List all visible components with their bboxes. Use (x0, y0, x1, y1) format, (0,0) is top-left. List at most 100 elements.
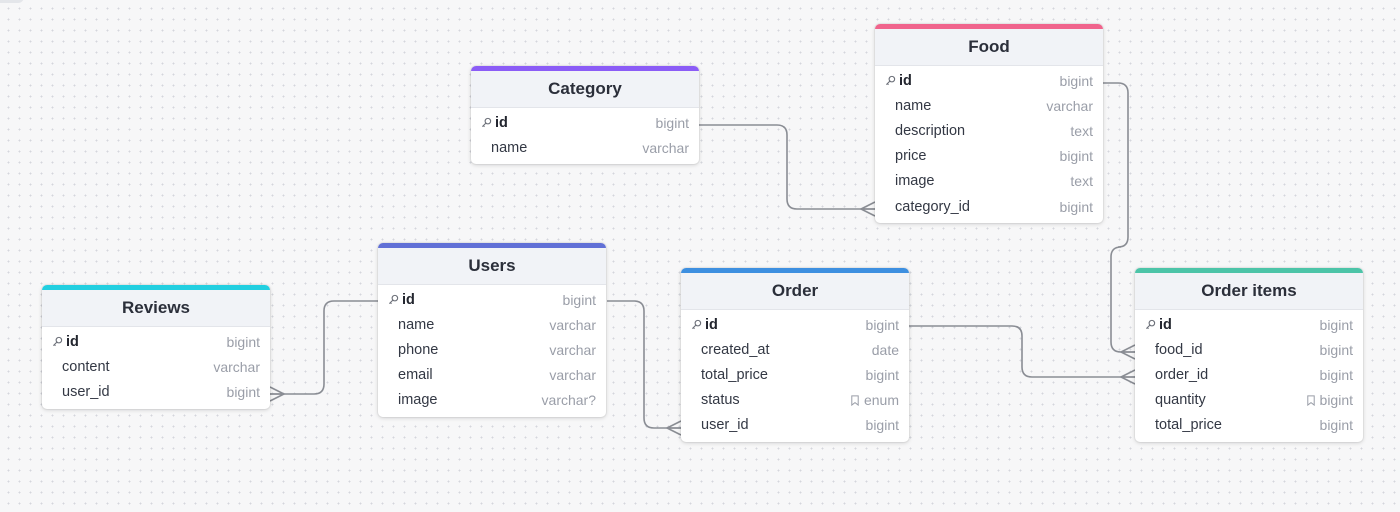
column-type-label: bigint (1319, 417, 1353, 434)
column-row[interactable]: name varchar (378, 312, 606, 337)
key-icon (1145, 319, 1159, 330)
crowfoot-icon (1119, 369, 1136, 385)
column-name: total_price (1155, 417, 1222, 434)
column-type: varchar (1046, 98, 1093, 114)
column-row[interactable]: id bigint (681, 312, 909, 337)
table-title[interactable]: Users (378, 248, 606, 285)
column-type: enum (850, 392, 899, 408)
column-type: bigint (227, 334, 260, 350)
column-type-label: bigint (1059, 148, 1093, 165)
column-type: bigint (1320, 317, 1353, 333)
column-row[interactable]: name varchar (875, 93, 1103, 118)
table-title[interactable]: Reviews (42, 290, 270, 327)
column-type: date (872, 342, 899, 358)
column-type-label: text (1070, 122, 1093, 139)
column-type: bigint (866, 317, 899, 333)
relation-food-order-items (1103, 82, 1135, 353)
column-type: text (1070, 173, 1093, 189)
column-name: name (895, 97, 932, 114)
column-name: id (705, 316, 718, 333)
column-type: bigint (1320, 342, 1353, 358)
relation-users-order (607, 300, 681, 429)
column-type: varchar? (542, 392, 596, 408)
table-title[interactable]: Food (875, 29, 1103, 66)
table-title[interactable]: Order (681, 273, 909, 310)
column-type-label: bigint (1059, 198, 1093, 215)
crowfoot-icon (269, 386, 286, 402)
column-type: bigint (1060, 73, 1093, 89)
column-type-label: varchar (549, 316, 596, 333)
canvas-corner-tab (0, 0, 24, 3)
table-title[interactable]: Category (471, 71, 699, 108)
column-row[interactable]: status enum (681, 388, 909, 413)
column-type: text (1070, 123, 1093, 139)
column-name: description (895, 122, 966, 139)
column-type-label: bigint (1319, 316, 1353, 333)
column-type-label: bigint (562, 291, 596, 308)
column-type: bigint (227, 384, 260, 400)
column-type: bigint (866, 417, 899, 433)
key-icon (885, 75, 899, 86)
table-color-bar (42, 285, 270, 290)
table-color-bar (1135, 268, 1363, 273)
column-row[interactable]: id bigint (1135, 312, 1363, 337)
column-type-label: varchar (549, 367, 596, 384)
column-name: id (899, 72, 912, 89)
column-name: status (701, 392, 740, 409)
column-row[interactable]: email varchar (378, 363, 606, 388)
column-type: bigint (1060, 199, 1093, 215)
table-title[interactable]: Order items (1135, 273, 1363, 310)
column-name: id (402, 291, 415, 308)
column-name: email (398, 367, 433, 384)
column-type-label: bigint (1319, 366, 1353, 383)
column-type-label: bigint (226, 383, 260, 400)
column-type: bigint (1320, 367, 1353, 383)
key-icon (388, 294, 402, 305)
column-type-label: bigint (1319, 392, 1353, 409)
column-row[interactable]: id bigint (875, 68, 1103, 93)
column-row[interactable]: description text (875, 118, 1103, 143)
column-type: varchar (549, 367, 596, 383)
column-row[interactable]: total_price bigint (1135, 413, 1363, 438)
column-name: name (398, 316, 435, 333)
column-name: id (495, 114, 508, 131)
bookmark-icon[interactable] (850, 395, 860, 406)
bookmark-icon[interactable] (1306, 395, 1316, 406)
column-row[interactable]: image text (875, 169, 1103, 194)
crowfoot-icon (859, 201, 876, 217)
column-name: image (895, 173, 935, 190)
column-row[interactable]: id bigint (378, 287, 606, 312)
key-icon (481, 117, 495, 128)
key-icon (691, 319, 705, 330)
column-type-label: enum (863, 392, 899, 409)
column-type-label: varchar? (541, 392, 596, 409)
table-food[interactable]: Food id bigint name varchar description text pr… (875, 24, 1103, 224)
column-name: id (1159, 316, 1172, 333)
column-name: price (895, 148, 927, 165)
column-type: bigint (866, 367, 899, 383)
column-row[interactable]: price bigint (875, 144, 1103, 169)
column-type-label: varchar (213, 358, 260, 375)
